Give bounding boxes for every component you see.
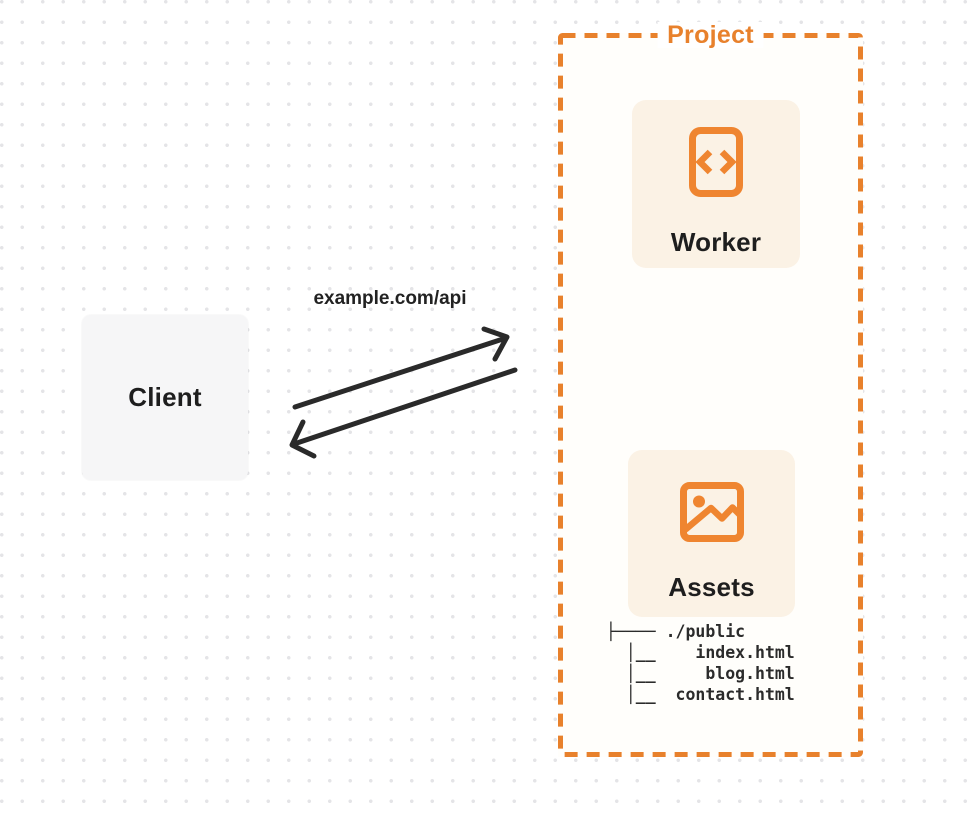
arrow-client-to-project: [292, 326, 510, 410]
project-label: Project: [657, 22, 764, 48]
image-icon: [679, 482, 744, 547]
assets-label: Assets: [668, 572, 755, 602]
assets-node: Assets: [628, 450, 795, 617]
client-node: Client: [82, 315, 248, 480]
arrow-project-to-client: [289, 367, 518, 459]
project-container: Project Worker Assets ├──── ./p: [558, 22, 863, 757]
worker-label: Worker: [670, 227, 762, 257]
client-label: Client: [128, 382, 202, 412]
worker-node: Worker: [632, 100, 800, 268]
request-url-label: example.com/api: [313, 288, 467, 309]
project-dashed-border: [558, 33, 863, 757]
code-file-icon: [689, 127, 743, 202]
assets-file-tree: ├──── ./public │__ index.html │__ blog.h…: [606, 622, 795, 704]
